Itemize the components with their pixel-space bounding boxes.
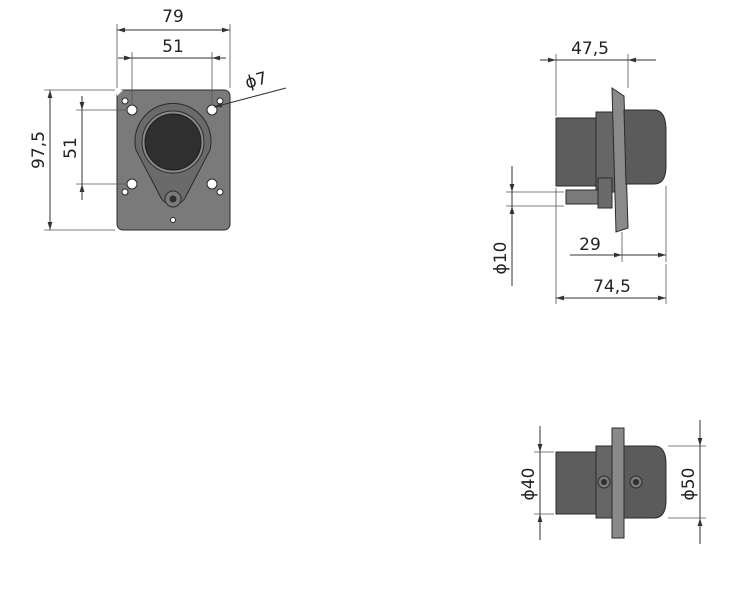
small-hole-3 [121, 188, 129, 196]
dim-height-holes: 51 [61, 137, 81, 159]
shaft [565, 189, 601, 205]
bottom-flange [611, 427, 625, 539]
bottom-view: ϕ40 ϕ50 [519, 420, 706, 544]
shaft-holder [597, 177, 613, 209]
bottom-rear-body [555, 451, 601, 515]
small-hole-5 [170, 217, 176, 223]
dim-height-total: 97,5 [29, 131, 49, 169]
bottom-front-cap [623, 445, 667, 519]
bolt-left-center [601, 479, 607, 485]
dim-width-holes: 51 [162, 37, 184, 57]
dim-overall-length: 74,5 [593, 277, 631, 297]
rear-body [555, 117, 601, 187]
screw-hole [169, 195, 177, 203]
dim-flange-to-end: 47,5 [571, 39, 609, 59]
mounting-hole-br [206, 178, 218, 190]
mounting-hole-bl [126, 178, 138, 190]
bolt-right-center [633, 479, 639, 485]
dim-hole-diameter: ϕ7 [243, 68, 269, 93]
front-view: 79 51 ϕ7 97,5 51 [29, 7, 287, 231]
dim-diameter-small: ϕ40 [519, 468, 539, 501]
receptacle-cover [144, 113, 202, 171]
side-view: 47,5 ϕ10 29 74,5 [491, 39, 667, 304]
front-cap [623, 109, 667, 185]
mounting-hole-tr [206, 104, 218, 116]
dim-diameter-large: ϕ50 [679, 468, 699, 501]
mounting-hole-tl [126, 104, 138, 116]
dim-flange-to-front: 29 [579, 235, 601, 255]
small-hole-1 [121, 97, 129, 105]
dim-width-total: 79 [162, 7, 184, 27]
dim-shaft-diameter: ϕ10 [491, 242, 511, 275]
small-hole-2 [216, 97, 224, 105]
small-hole-4 [216, 188, 224, 196]
